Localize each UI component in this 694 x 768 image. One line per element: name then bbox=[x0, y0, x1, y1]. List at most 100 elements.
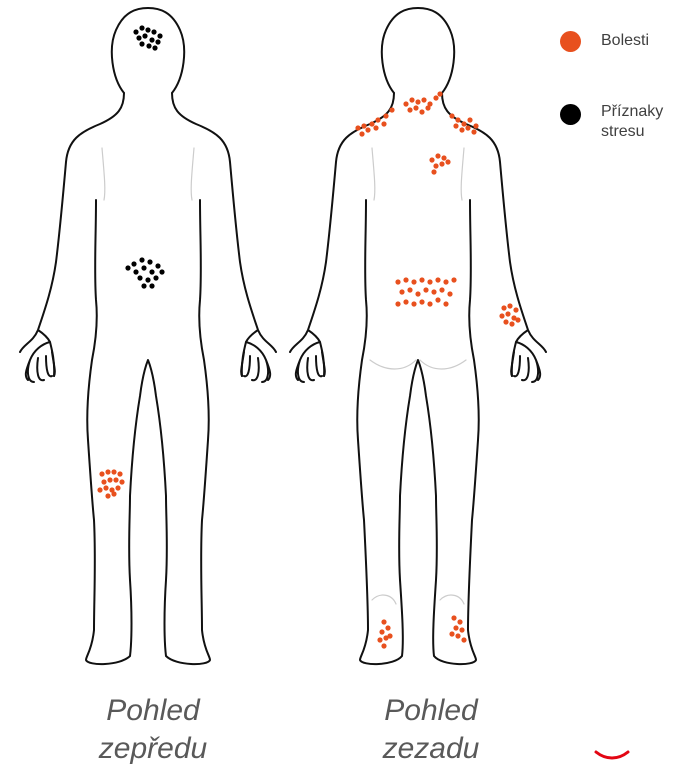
pain-dot bbox=[399, 289, 404, 294]
pain-dots-neck-right bbox=[449, 113, 478, 134]
pain-dot bbox=[381, 619, 386, 624]
pain-dot bbox=[373, 125, 378, 130]
pain-dot bbox=[433, 163, 438, 168]
stress-dot bbox=[149, 37, 154, 42]
front-view-caption: Pohled zepředu bbox=[58, 692, 248, 768]
pain-dot bbox=[451, 615, 456, 620]
stress-dot bbox=[133, 269, 138, 274]
pain-dot bbox=[415, 291, 420, 296]
pain-dot bbox=[111, 491, 116, 496]
stress-dot bbox=[151, 29, 156, 34]
stress-dot bbox=[141, 265, 146, 270]
pain-dot bbox=[403, 299, 408, 304]
pain-dot bbox=[355, 125, 360, 130]
pain-dot bbox=[425, 105, 430, 110]
stress-dot bbox=[133, 29, 138, 34]
front-caption-line1: Pohled bbox=[58, 692, 248, 730]
stress-dot bbox=[155, 39, 160, 44]
pain-dot bbox=[509, 321, 514, 326]
pain-dot bbox=[423, 287, 428, 292]
pain-dot bbox=[499, 313, 504, 318]
pain-dot bbox=[461, 121, 466, 126]
pain-dots-lower-back bbox=[395, 277, 456, 306]
pain-dot bbox=[431, 169, 436, 174]
pain-dot bbox=[97, 487, 102, 492]
pain-dot bbox=[409, 97, 414, 102]
stress-dot bbox=[152, 45, 157, 50]
pain-dot bbox=[437, 91, 442, 96]
pain-dot bbox=[455, 117, 460, 122]
pain-dot bbox=[107, 477, 112, 482]
pain-dot bbox=[403, 277, 408, 282]
pain-dot bbox=[429, 157, 434, 162]
pain-dot bbox=[473, 123, 478, 128]
pain-dot bbox=[407, 107, 412, 112]
front-head-outline bbox=[112, 8, 184, 93]
pain-dot bbox=[395, 279, 400, 284]
stress-dot bbox=[131, 261, 136, 266]
stress-dot bbox=[137, 275, 142, 280]
pain-dot bbox=[375, 117, 380, 122]
stress-dot bbox=[147, 259, 152, 264]
pain-dot bbox=[115, 485, 120, 490]
pain-dot bbox=[467, 117, 472, 122]
stress-dot bbox=[139, 41, 144, 46]
stress-dot bbox=[145, 277, 150, 282]
pain-dot bbox=[445, 159, 450, 164]
pain-dots-right-heel bbox=[449, 615, 466, 642]
pain-dot bbox=[503, 319, 508, 324]
pain-dot bbox=[419, 109, 424, 114]
front-body-outline bbox=[20, 93, 276, 664]
accent-mark bbox=[596, 752, 628, 758]
back-armpit-line bbox=[372, 148, 375, 200]
pain-dot bbox=[385, 625, 390, 630]
pain-dot bbox=[99, 471, 104, 476]
pain-dot bbox=[461, 637, 466, 642]
pain-dot bbox=[379, 629, 384, 634]
pain-dot bbox=[431, 289, 436, 294]
pain-dot bbox=[453, 123, 458, 128]
front-caption-line2: zepředu bbox=[58, 730, 248, 768]
pain-dot bbox=[435, 153, 440, 158]
pain-dot bbox=[453, 625, 458, 630]
pain-dot bbox=[105, 469, 110, 474]
pain-dot bbox=[515, 317, 520, 322]
pain-dot bbox=[447, 291, 452, 296]
pain-dots-upper-back bbox=[429, 153, 450, 174]
back-caption-line2: zezadu bbox=[336, 730, 526, 768]
pain-dot bbox=[377, 637, 382, 642]
stress-dot bbox=[157, 33, 162, 38]
pain-dot bbox=[395, 301, 400, 306]
stress-dot bbox=[139, 25, 144, 30]
pain-dot bbox=[113, 477, 118, 482]
pain-dot bbox=[111, 469, 116, 474]
pain-dot bbox=[419, 277, 424, 282]
pain-dot bbox=[451, 277, 456, 282]
pain-dot bbox=[449, 113, 454, 118]
pain-dot bbox=[381, 643, 386, 648]
pain-dot bbox=[441, 155, 446, 160]
pain-dot bbox=[407, 287, 412, 292]
back-caption-line1: Pohled bbox=[336, 692, 526, 730]
pain-dot bbox=[117, 471, 122, 476]
pain-dot bbox=[403, 101, 408, 106]
pain-dot bbox=[105, 493, 110, 498]
pain-dot bbox=[513, 307, 518, 312]
pain-dot bbox=[389, 107, 394, 112]
stress-dot bbox=[142, 33, 147, 38]
pain-dot bbox=[505, 311, 510, 316]
pain-dot bbox=[383, 113, 388, 118]
stress-dot bbox=[149, 269, 154, 274]
pain-dot bbox=[439, 287, 444, 292]
pain-dots-neck-top bbox=[403, 91, 442, 114]
pain-dot bbox=[413, 105, 418, 110]
legend-item-stress: Příznaky stresu bbox=[560, 106, 663, 142]
pain-dot bbox=[455, 633, 460, 638]
pain-dot bbox=[459, 627, 464, 632]
pain-dot bbox=[411, 301, 416, 306]
pain-dot bbox=[459, 127, 464, 132]
pain-dot bbox=[101, 479, 106, 484]
stress-dot-icon bbox=[560, 104, 581, 125]
pain-dot bbox=[411, 279, 416, 284]
pain-dot bbox=[369, 121, 374, 126]
